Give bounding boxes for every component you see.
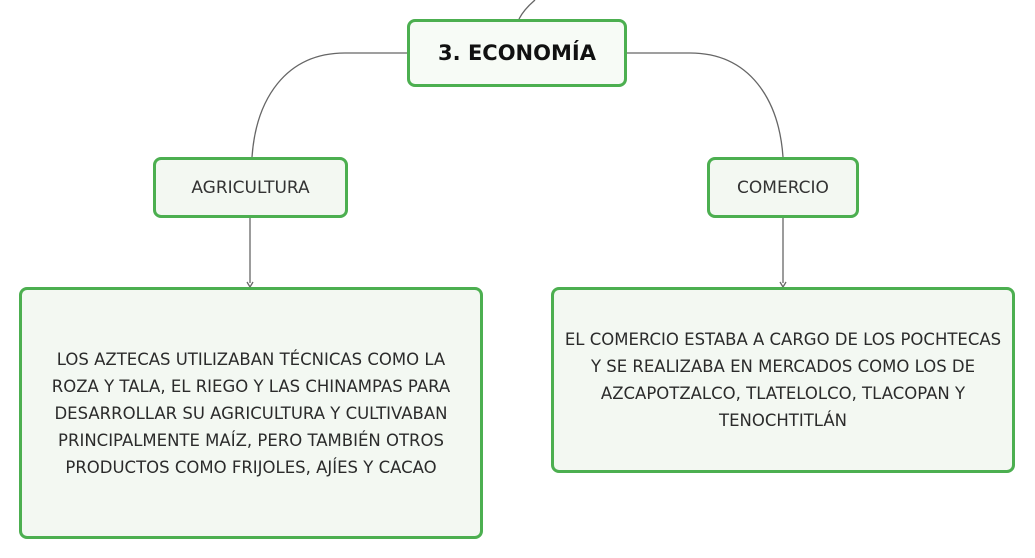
root-node-economia[interactable]: 3. ECONOMÍA: [407, 19, 627, 87]
connector-root-to-agricultura: [251, 52, 407, 158]
detail-node-comercio-text: EL COMERCIO ESTABA A CARGO DE LOS POCHTE…: [564, 330, 1002, 430]
detail-node-agricultura[interactable]: LOS AZTECAS UTILIZABAN TÉCNICAS COMO LA …: [19, 287, 483, 539]
topic-node-agricultura-label: AGRICULTURA: [191, 177, 310, 198]
connector-root-to-comercio: [627, 52, 784, 158]
detail-node-comercio[interactable]: EL COMERCIO ESTABA A CARGO DE LOS POCHTE…: [551, 287, 1015, 473]
connector-parent-to-root: [518, 0, 536, 20]
topic-node-agricultura[interactable]: AGRICULTURA: [153, 157, 348, 218]
topic-node-comercio-label: COMERCIO: [737, 177, 829, 198]
detail-node-agricultura-text: LOS AZTECAS UTILIZABAN TÉCNICAS COMO LA …: [51, 349, 451, 477]
root-node-label: 3. ECONOMÍA: [438, 41, 596, 65]
topic-node-comercio[interactable]: COMERCIO: [707, 157, 859, 218]
